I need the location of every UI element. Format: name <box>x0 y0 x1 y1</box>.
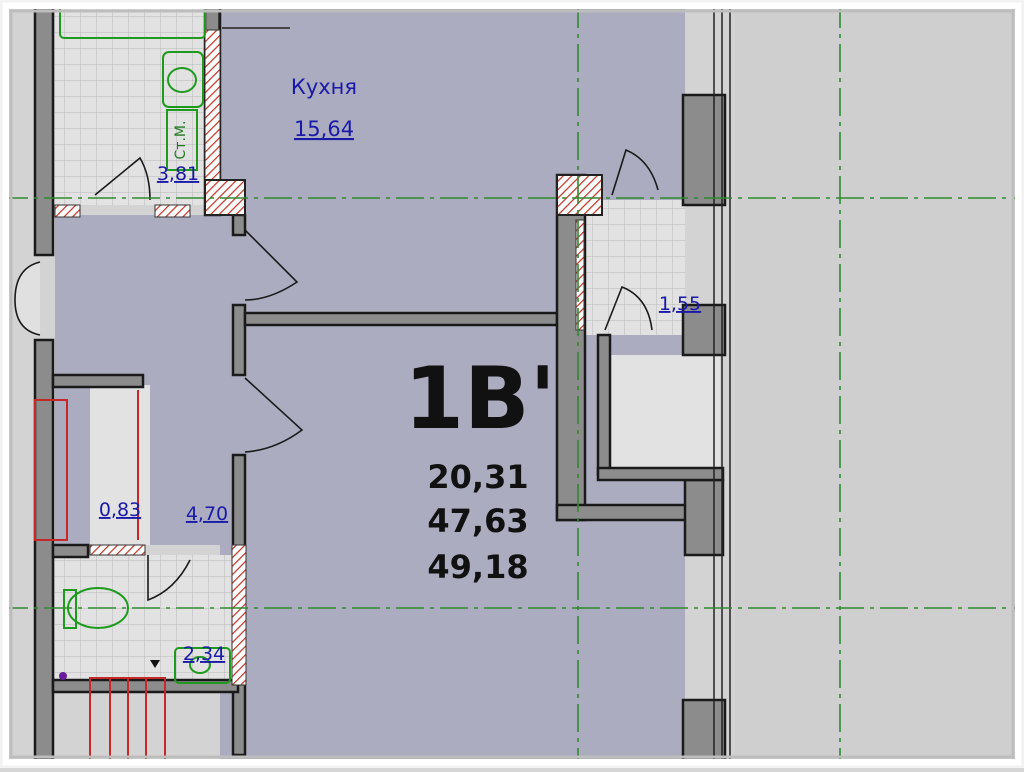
doors <box>14 148 659 602</box>
riser-label: Ст.М. <box>173 121 189 160</box>
bathroom-area: 3,81 <box>157 163 199 185</box>
total-area-with-balcony: 49,18 <box>427 548 528 586</box>
unit-name: 1B' <box>404 349 556 449</box>
storage-right <box>585 200 685 335</box>
valve-icon <box>150 660 160 668</box>
kitchen-title: Кухня <box>291 75 357 99</box>
wc-room <box>55 555 235 685</box>
closet-area: 0,83 <box>99 499 141 521</box>
total-area: 47,63 <box>427 502 528 540</box>
kitchen-area: 15,64 <box>294 117 354 141</box>
hall-area: 4,70 <box>186 503 228 525</box>
riser-box <box>166 109 198 171</box>
washbasin-icon <box>162 51 204 108</box>
fixtures <box>59 0 231 684</box>
storage-area: 1,55 <box>659 293 701 315</box>
balcony-room <box>600 355 720 475</box>
closet-room <box>90 385 150 545</box>
drain-icon <box>59 672 67 680</box>
living-area: 20,31 <box>427 458 528 496</box>
toilet-icon <box>67 587 129 629</box>
bathtub-icon <box>59 0 206 39</box>
wc-sink-icon <box>174 647 231 684</box>
exterior-area <box>735 0 1024 768</box>
facade-lines <box>218 0 731 768</box>
wc-area: 2,34 <box>183 643 225 665</box>
